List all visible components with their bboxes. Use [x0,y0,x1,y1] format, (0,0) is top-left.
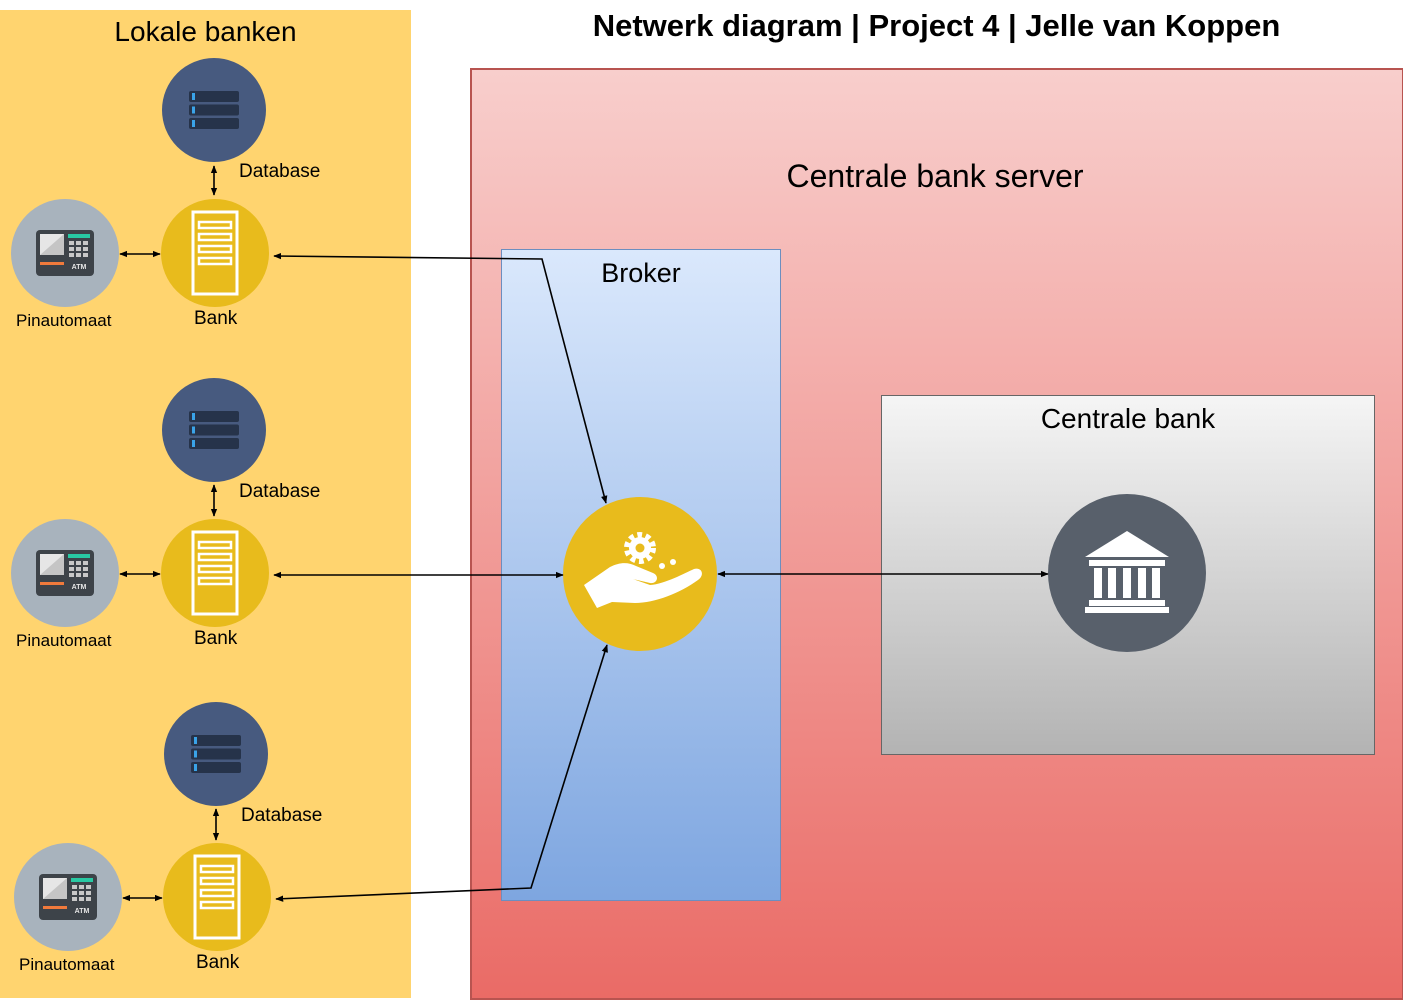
database-icon [162,58,266,162]
server-icon [159,197,271,309]
bank-broker-connector [275,644,608,902]
database-label: Database [239,161,321,182]
bank-label: Bank [194,628,238,649]
broker-hand-gear-icon [563,497,717,651]
server-icon [159,517,271,629]
atm-label: Pinautomaat [16,311,112,330]
atm-label: Pinautomaat [19,955,115,974]
bank-label: Bank [194,308,238,329]
diagram-title: Netwerk diagram | Project 4 | Jelle van … [592,8,1281,43]
bank-label: Bank [196,952,240,973]
central-server-title: Centrale bank server [786,158,1084,194]
atm-icon [14,843,122,951]
central-bank-title: Centrale bank [1040,403,1216,434]
bank-broker-connector [273,252,608,504]
database-icon [164,702,268,806]
atm-label: Pinautomaat [16,631,112,650]
server-icon [161,841,273,953]
database-icon [162,378,266,482]
bank-building-icon [1048,494,1206,652]
atm-icon [11,519,119,627]
local-banks-title: Lokale banken [114,16,297,47]
atm-icon [11,199,119,307]
broker-title: Broker [601,258,681,288]
